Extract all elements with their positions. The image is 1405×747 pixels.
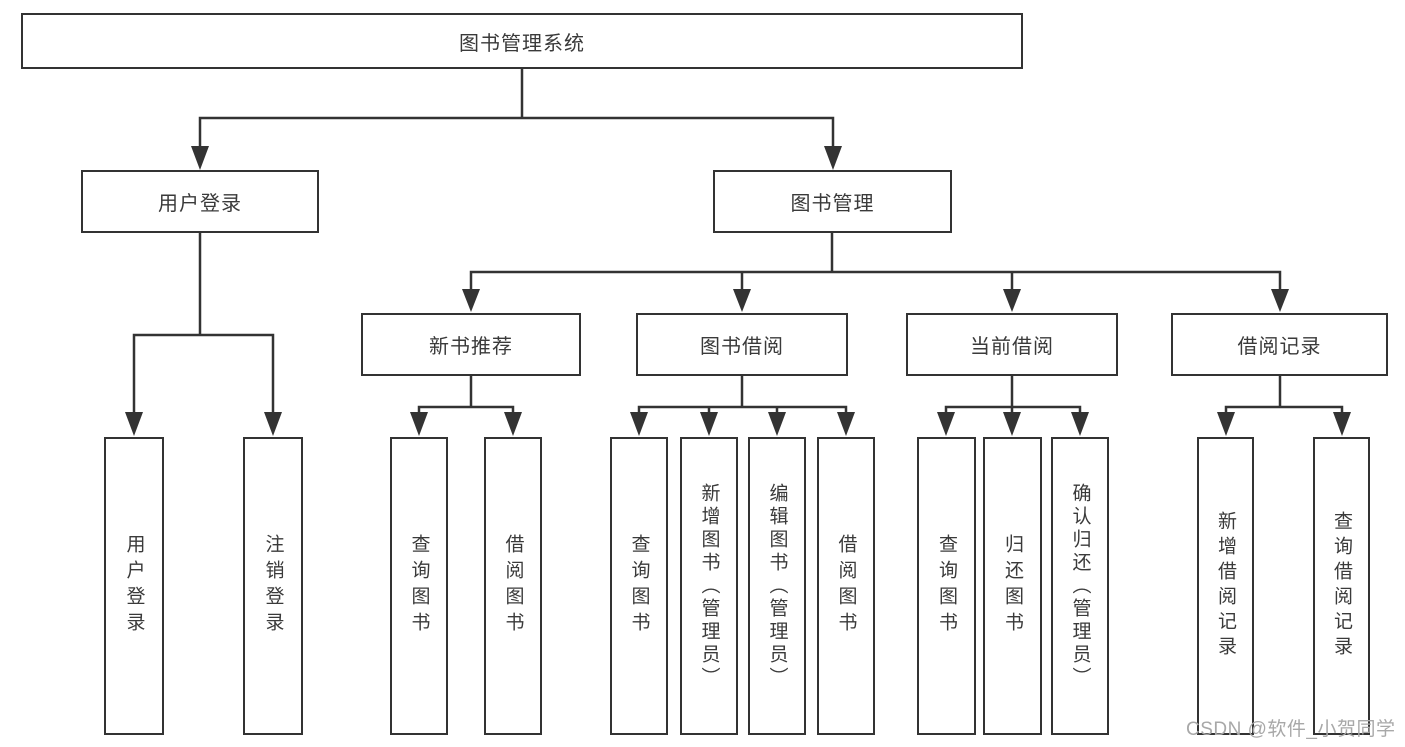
node-new-book-recommendation: 新书推荐 [361, 313, 581, 376]
leaf-add-books-admin-label: 新增图书（管理员） [698, 482, 720, 690]
leaf-add-borrow-record-label: 新增借阅记录 [1215, 511, 1236, 661]
leaf-query-books-1-label: 查询图书 [408, 534, 430, 638]
leaf-query-books-3-label: 查询图书 [936, 534, 957, 638]
node-user-login: 用户登录 [81, 170, 319, 233]
leaf-user-login-label: 用户登录 [123, 534, 145, 638]
leaf-edit-books-admin: 编辑图书（管理员） [748, 437, 806, 735]
leaf-query-books-1: 查询图书 [390, 437, 448, 735]
leaf-borrow-books-1-label: 借阅图书 [502, 534, 524, 638]
leaf-query-books-2-label: 查询图书 [628, 534, 650, 638]
leaf-return-books: 归还图书 [983, 437, 1042, 735]
watermark-csdn: CSDN @软件_小贺同学 [1186, 719, 1396, 740]
leaf-query-borrow-record-label: 查询借阅记录 [1331, 511, 1352, 661]
leaf-query-books-3: 查询图书 [917, 437, 976, 735]
leaf-logout-label: 注销登录 [262, 534, 284, 638]
leaf-add-books-admin: 新增图书（管理员） [680, 437, 738, 735]
leaf-return-books-label: 归还图书 [1002, 534, 1023, 638]
node-current-borrowing: 当前借阅 [906, 313, 1118, 376]
leaf-borrow-books-2-label: 借阅图书 [835, 534, 857, 638]
leaf-query-borrow-record: 查询借阅记录 [1313, 437, 1370, 735]
leaf-borrow-books-1: 借阅图书 [484, 437, 542, 735]
node-book-borrowing: 图书借阅 [636, 313, 848, 376]
leaf-query-books-2: 查询图书 [610, 437, 668, 735]
leaf-user-login: 用户登录 [104, 437, 164, 735]
leaf-confirm-return-admin-label: 确认归还（管理员） [1069, 482, 1091, 690]
leaf-edit-books-admin-label: 编辑图书（管理员） [766, 482, 788, 690]
node-borrowing-records: 借阅记录 [1171, 313, 1388, 376]
leaf-logout: 注销登录 [243, 437, 303, 735]
node-book-management: 图书管理 [713, 170, 952, 233]
leaf-add-borrow-record: 新增借阅记录 [1197, 437, 1254, 735]
node-library-management-system: 图书管理系统 [21, 13, 1023, 69]
arrowheads [125, 146, 1351, 436]
leaf-confirm-return-admin: 确认归还（管理员） [1051, 437, 1109, 735]
leaf-borrow-books-2: 借阅图书 [817, 437, 875, 735]
